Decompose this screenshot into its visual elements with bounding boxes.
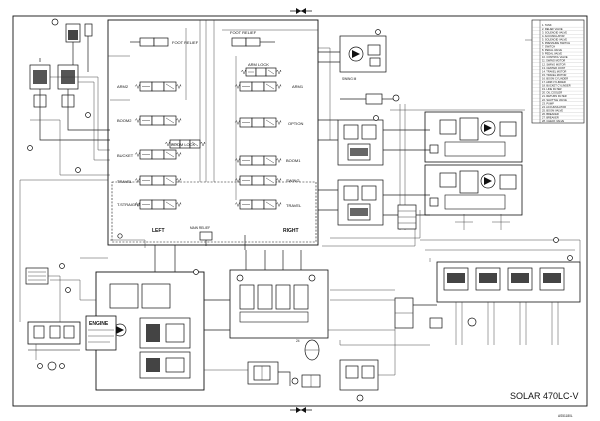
pump-lines xyxy=(50,245,248,371)
cv-right-lines xyxy=(318,104,430,247)
center-joint xyxy=(397,204,417,230)
spool-left-3 xyxy=(134,149,182,160)
travel-motor-lower xyxy=(424,164,523,216)
foot-relief-left-label: FOOT RELIEF xyxy=(172,40,199,45)
spool-label-travel-left: TRAVEL xyxy=(117,179,133,184)
perimeter-lines xyxy=(19,39,532,322)
spool-label-travel-right: TRAVEL xyxy=(286,203,302,208)
main-relief-valve xyxy=(199,231,213,246)
spool-label-travel-straight: T.STRAIGHT xyxy=(117,202,141,207)
spool-right-1 xyxy=(234,81,282,92)
spool-label-boom2: BOOM2 xyxy=(117,118,132,123)
center-mark-bottom xyxy=(290,407,312,413)
pilot-accumulator: 24 xyxy=(296,339,320,361)
legend-item: 10. CONTROL VALVE xyxy=(542,55,568,59)
pump-assembly xyxy=(95,269,205,391)
spool-left-5 xyxy=(134,199,182,210)
legend-item: 22. SHUTTLE VALVE xyxy=(542,98,567,102)
remote-control-valve-bank xyxy=(436,261,581,303)
spool-boom-lock xyxy=(164,139,206,149)
swing-motor-label: SWING M xyxy=(342,77,357,81)
spool-right-2 xyxy=(234,117,282,128)
legend-item: 23. PUMP xyxy=(542,101,554,105)
legend-item: 20. OIL COOLER xyxy=(542,91,562,95)
hydraulic-tank xyxy=(27,321,81,371)
spool-label-option: OPTION xyxy=(288,121,303,126)
spool-label-swing: SWING xyxy=(286,178,300,183)
legend-item: 1. TANK xyxy=(542,23,552,27)
model-title: SOLAR 470LC-V xyxy=(510,391,579,401)
legend-item: 3. SOLENOID VALVE xyxy=(542,30,567,34)
shuttle-valve-block xyxy=(339,330,396,402)
foot-relief-right: FOOT RELIEF xyxy=(230,30,275,47)
sheet-border xyxy=(12,15,588,407)
control-valve-block xyxy=(107,19,319,246)
spool-arm-lock xyxy=(240,67,282,77)
foot-relief-left: FOOT RELIEF xyxy=(130,37,199,47)
legend-item: 17. ARM CYLINDER xyxy=(542,80,566,84)
accumulator-group xyxy=(51,18,93,72)
center-bottom-lines xyxy=(245,250,430,346)
legend-item: 24. ACCUMULATOR xyxy=(542,105,566,109)
legend-item: 7. SWITCH xyxy=(542,45,555,49)
spool-label-bucket: BUCKET xyxy=(117,153,134,158)
legend-item: 16. BOOM CYLINDER xyxy=(542,76,568,80)
legend-item: 4. ACCUMULATOR xyxy=(542,34,565,38)
spool-right-3 xyxy=(234,155,282,166)
control-valve-inner-lines xyxy=(108,20,318,250)
left-pilot-lines xyxy=(27,76,110,176)
legend-item: 25. BOOM VALVE xyxy=(542,108,563,112)
legend-item: 9. PEDAL VALVE xyxy=(542,52,562,56)
engine-label: ENGINE xyxy=(89,321,109,327)
control-valve-right-label: RIGHT xyxy=(283,228,299,234)
svg-text:24: 24 xyxy=(296,339,300,343)
legend-item: 18. BUCKET CYLINDER xyxy=(542,84,571,88)
swing-brake-valve xyxy=(340,93,400,105)
main-relief-label: MAIN RELIEF xyxy=(190,226,210,230)
spool-right-5 xyxy=(234,199,282,210)
legend-item: 26. BREAKER xyxy=(542,112,559,116)
spool-left-2 xyxy=(134,115,182,126)
spool-left-1 xyxy=(134,81,182,92)
center-mark-top xyxy=(290,8,312,14)
spool-label-boom1: BOOM1 xyxy=(286,158,301,163)
check-valve-stack xyxy=(337,179,384,226)
option-valve-stack xyxy=(337,115,384,166)
legend-item: 2. RELIEF VALVE xyxy=(542,27,563,31)
drawing-number: AS51180L xyxy=(558,414,573,418)
control-valve-left-label: LEFT xyxy=(152,228,165,234)
legend-item: 15. TRAVEL MOTOR xyxy=(542,73,567,77)
spool-label-arm2: ARM2 xyxy=(117,84,129,89)
engine-block: ENGINE xyxy=(85,315,117,351)
legend-item: 5. SOLENOID VALVE xyxy=(542,37,567,41)
legend-item: 12. SWING MOTOR xyxy=(542,62,566,66)
spool-right-4 xyxy=(234,175,282,186)
pilot-solenoid-valve xyxy=(291,374,321,388)
spool-label-arm1: ARM1 xyxy=(292,84,304,89)
solenoid-valve-block xyxy=(229,269,329,339)
legend-item: 8. PEDAL VALVE xyxy=(542,48,562,52)
legend-item: 28. CHECK VALVE xyxy=(542,119,564,123)
spool-left-4 xyxy=(134,175,182,186)
legend-item: 19. LINE FILTER xyxy=(542,87,562,91)
oil-cooler xyxy=(25,263,71,322)
crosshair-marks xyxy=(455,214,510,230)
foot-relief-right-label: FOOT RELIEF xyxy=(230,30,257,35)
legend-item: 11. SWING MOTOR xyxy=(542,59,565,63)
return-filter xyxy=(247,361,291,386)
line-filter-right xyxy=(394,297,443,329)
spool-label-arm-lock: ARM LOCK xyxy=(248,62,269,67)
legend-item: 14. TRAVEL MOTOR xyxy=(542,69,567,73)
legend-item: 13. CENTER JOINT xyxy=(542,66,566,70)
legend-item: 6. PRESSURE SWITCH xyxy=(542,41,570,45)
legend-item: 27. BREAKER xyxy=(542,116,559,120)
spool-label-boom-lock: BOOM LOCK xyxy=(171,142,196,147)
swing-motor: SWING M xyxy=(318,29,387,81)
travel-motor-upper xyxy=(424,111,523,163)
legend-item: 21. RETURN FILTER xyxy=(542,94,567,98)
rcv-pilot-lines xyxy=(420,237,581,345)
